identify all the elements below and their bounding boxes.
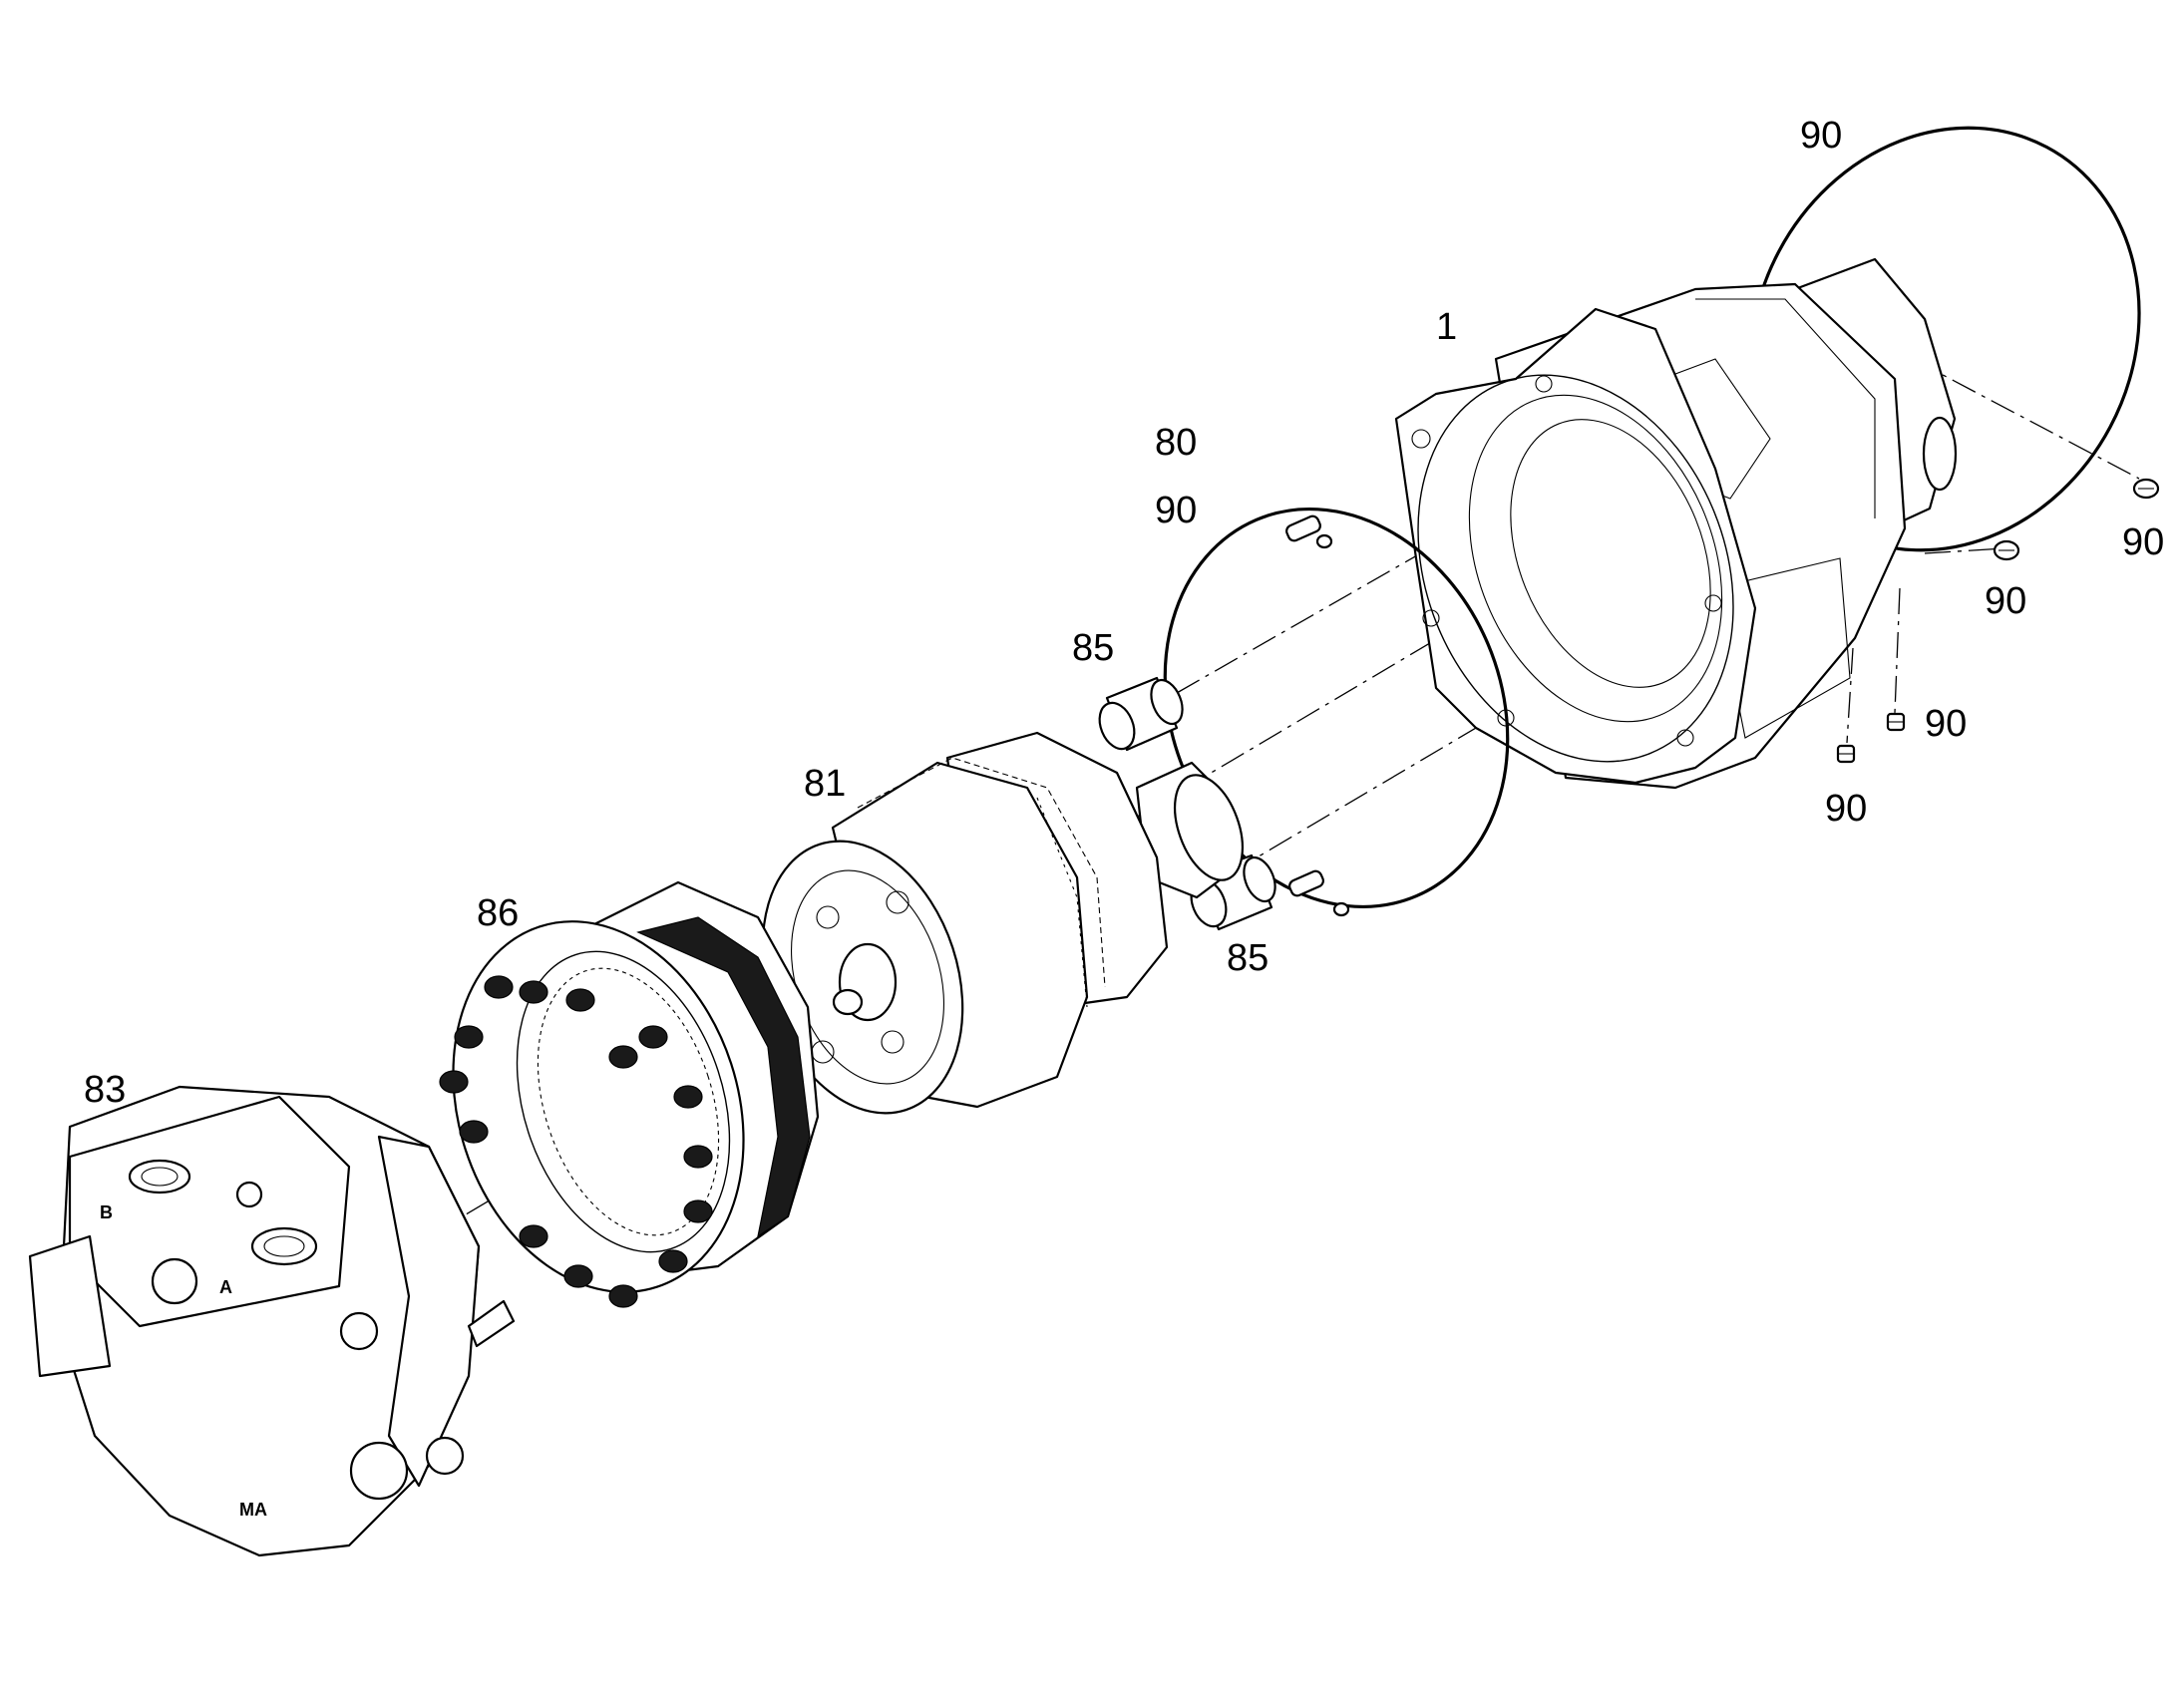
- valve-cap: [151, 1257, 198, 1305]
- motor-flange: [377, 1135, 481, 1488]
- callout-90-right-3: 90: [1925, 703, 1967, 745]
- plug-4: [1836, 744, 1856, 764]
- ring-gear-bolts: [439, 975, 713, 1308]
- callout-80: 80: [1155, 422, 1197, 464]
- port-mark-a: A: [219, 1277, 232, 1297]
- callout-labels: 90 1 80 90 90 90 90 90 85 81 85 86 83: [84, 115, 2164, 1111]
- plug-3: [1886, 712, 1906, 732]
- callout-90-right-4: 90: [1825, 788, 1867, 830]
- plug-axis-2: [1924, 547, 2005, 554]
- flange-bolt-hole-2: [1535, 375, 1553, 393]
- callout-90-right-2: 90: [1985, 580, 2026, 622]
- flange-bolt-hole-1: [1411, 429, 1431, 449]
- ring-gear-front: [452, 920, 745, 1293]
- carrier-shaft-end: [1174, 774, 1244, 881]
- ring-gear-bore: [516, 950, 731, 1253]
- flange-bolt-hole-4: [1676, 729, 1694, 747]
- pin-seal-lower: [1332, 901, 1350, 917]
- housing-front-flange: [1394, 307, 1757, 785]
- callout-83: 83: [84, 1069, 126, 1111]
- port-mark-ma: MA: [239, 1500, 267, 1520]
- housing-internal-teeth: [1510, 419, 1711, 688]
- test-port: [235, 1181, 263, 1208]
- port-b: [128, 1159, 191, 1195]
- callout-1: 1: [1436, 306, 1457, 348]
- callout-90-left: 90: [1155, 490, 1197, 531]
- housing-bore-outer: [1417, 374, 1734, 763]
- motor-side-block: [28, 1234, 112, 1378]
- plug-2: [1993, 539, 2020, 561]
- relief-valve: [339, 1311, 379, 1351]
- carrier-input-spline: [832, 988, 864, 1016]
- dowel-pin-upper: [1285, 514, 1321, 542]
- plugs-90: [1836, 478, 2160, 764]
- ring-gear-teeth: [537, 967, 720, 1236]
- flange-plug: [425, 1436, 465, 1476]
- flange-bolt-hole-6: [1422, 609, 1440, 627]
- part-1-housing: [1394, 126, 2141, 790]
- main-plug: [349, 1441, 409, 1501]
- flange-bolt-hole-3: [1704, 594, 1722, 612]
- carrier-bore-1: [816, 905, 840, 929]
- port-a: [250, 1226, 318, 1266]
- housing-rear-spigot: [1922, 416, 1958, 492]
- callout-86: 86: [477, 892, 519, 934]
- pin-seal-upper: [1315, 533, 1333, 549]
- callout-85-top: 85: [1072, 627, 1114, 669]
- callout-81: 81: [804, 763, 846, 805]
- port-mark-b: B: [100, 1202, 113, 1222]
- plug-axis-3: [1894, 587, 1901, 714]
- callout-90-top: 90: [1800, 115, 1842, 157]
- drive-stud: [467, 1299, 516, 1348]
- callout-85-bottom: 85: [1227, 937, 1269, 979]
- ring-gear-friction-pack: [636, 916, 811, 1238]
- carrier-bore-4: [881, 1030, 905, 1054]
- plug-1: [2132, 478, 2160, 500]
- housing-bore-inner: [1468, 394, 1723, 723]
- carrier-gear-teeth: [857, 757, 1106, 988]
- part-83-motor: B A MA: [28, 1085, 516, 1557]
- bushing-upper: [1098, 676, 1184, 752]
- dowel-pin-lower: [1288, 869, 1324, 897]
- part-81-carrier: [761, 731, 1244, 1115]
- carrier-bore-2: [886, 890, 909, 914]
- housing-barrel-edge: [1695, 298, 1876, 518]
- part-86-ring-gear: [439, 880, 820, 1308]
- callout-90-right-1: 90: [2122, 521, 2164, 563]
- plug-axis-4: [1846, 647, 1854, 744]
